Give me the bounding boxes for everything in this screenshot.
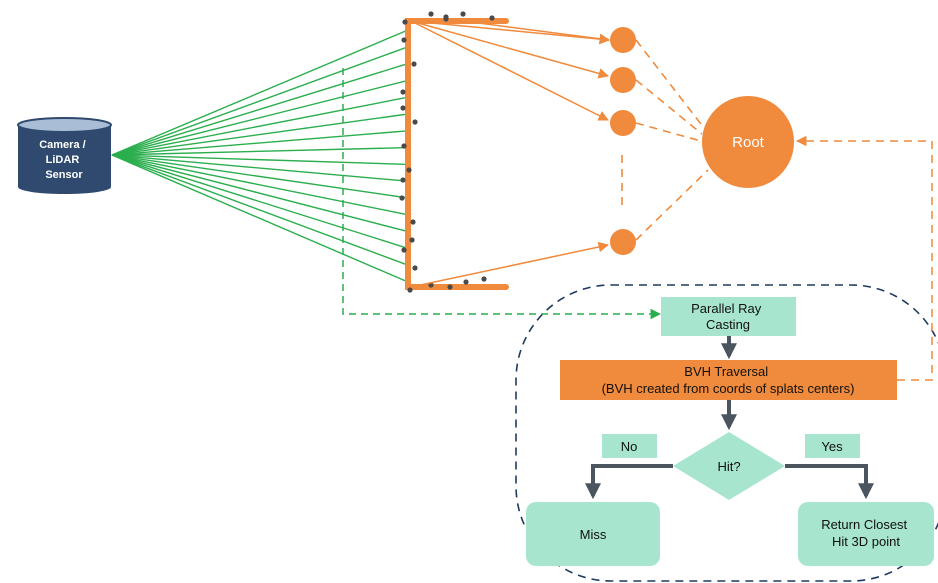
no-badge: [602, 434, 657, 458]
splat-point: [489, 15, 495, 21]
splat-point: [399, 195, 405, 201]
sensor-ray: [111, 154, 409, 199]
bvh-leaf-node: [610, 27, 636, 53]
splat-point: [447, 284, 453, 290]
splat-point: [401, 247, 407, 253]
sensor-ray: [111, 79, 409, 156]
arrow-no-branch: [585, 464, 673, 500]
bvh-leaf-node: [610, 229, 636, 255]
sensor-ray: [111, 154, 409, 233]
splat-point: [400, 177, 406, 183]
no-label: No: [621, 439, 638, 454]
splat-point: [412, 265, 418, 271]
sensor-ray: [111, 154, 409, 182]
splat-point: [401, 37, 407, 43]
splat-point: [411, 61, 417, 67]
splat-surface: [405, 18, 509, 290]
hit-decision-label: Hit?: [717, 459, 740, 474]
arrow-yes-branch: [785, 464, 874, 500]
splat-point: [481, 276, 487, 282]
hit-decision-diamond: [673, 432, 785, 500]
flowchart-region: [515, 284, 938, 582]
node-to-root-links: [621, 39, 709, 241]
sensor-ray: [111, 154, 409, 283]
sensor-icon: [17, 117, 112, 194]
sensor-ray: [111, 154, 409, 166]
sensor-ray: [111, 154, 409, 216]
splat-point: [402, 19, 408, 25]
sensor-ray: [111, 154, 409, 266]
bvh-leaf-node: [610, 67, 636, 93]
miss-label: Miss: [580, 527, 607, 542]
sensor-rays: [111, 29, 409, 283]
sensor-ray: [111, 29, 409, 156]
sensor-ray: [111, 130, 409, 156]
feedback-connector: [795, 135, 933, 381]
splat-point: [460, 11, 466, 17]
splat-point: [400, 89, 406, 95]
sensor-ray: [111, 46, 409, 156]
splat-point: [412, 119, 418, 125]
splat-point: [443, 16, 449, 22]
splat-point: [409, 237, 415, 243]
sensor-ray: [111, 146, 409, 156]
bvh-leaf-node: [610, 110, 636, 136]
sensor-label: Camera / LiDAR Sensor: [39, 139, 89, 181]
return-closest-label: Return Closest Hit 3D point: [821, 517, 911, 549]
sensor-ray: [111, 154, 409, 250]
splat-point: [406, 167, 412, 173]
miss-box: [526, 502, 660, 566]
splat-point: [407, 287, 413, 293]
splat-point: [463, 279, 469, 285]
surface-to-node-arrows: [410, 20, 611, 288]
ray-casting-box: [661, 297, 796, 336]
sensor-ray: [111, 96, 409, 156]
splat-point: [401, 143, 407, 149]
green-dashed-connector: [342, 68, 662, 320]
bvh-traversal-box: [560, 360, 897, 400]
bvh-traversal-label: BVH Traversal (BVH created from coords o…: [602, 364, 855, 396]
sensor-ray: [111, 62, 409, 156]
return-closest-box: [798, 502, 934, 566]
bvh-root-node: [702, 96, 794, 188]
sensor-ray: [111, 113, 409, 156]
yes-badge: [805, 434, 860, 458]
root-label: Root: [732, 134, 765, 151]
ray-casting-label: Parallel Ray Casting: [691, 301, 765, 332]
splat-point: [410, 219, 416, 225]
splat-points: [399, 11, 495, 293]
splat-point: [428, 11, 434, 17]
splat-point: [400, 105, 406, 111]
yes-label: Yes: [821, 439, 843, 454]
